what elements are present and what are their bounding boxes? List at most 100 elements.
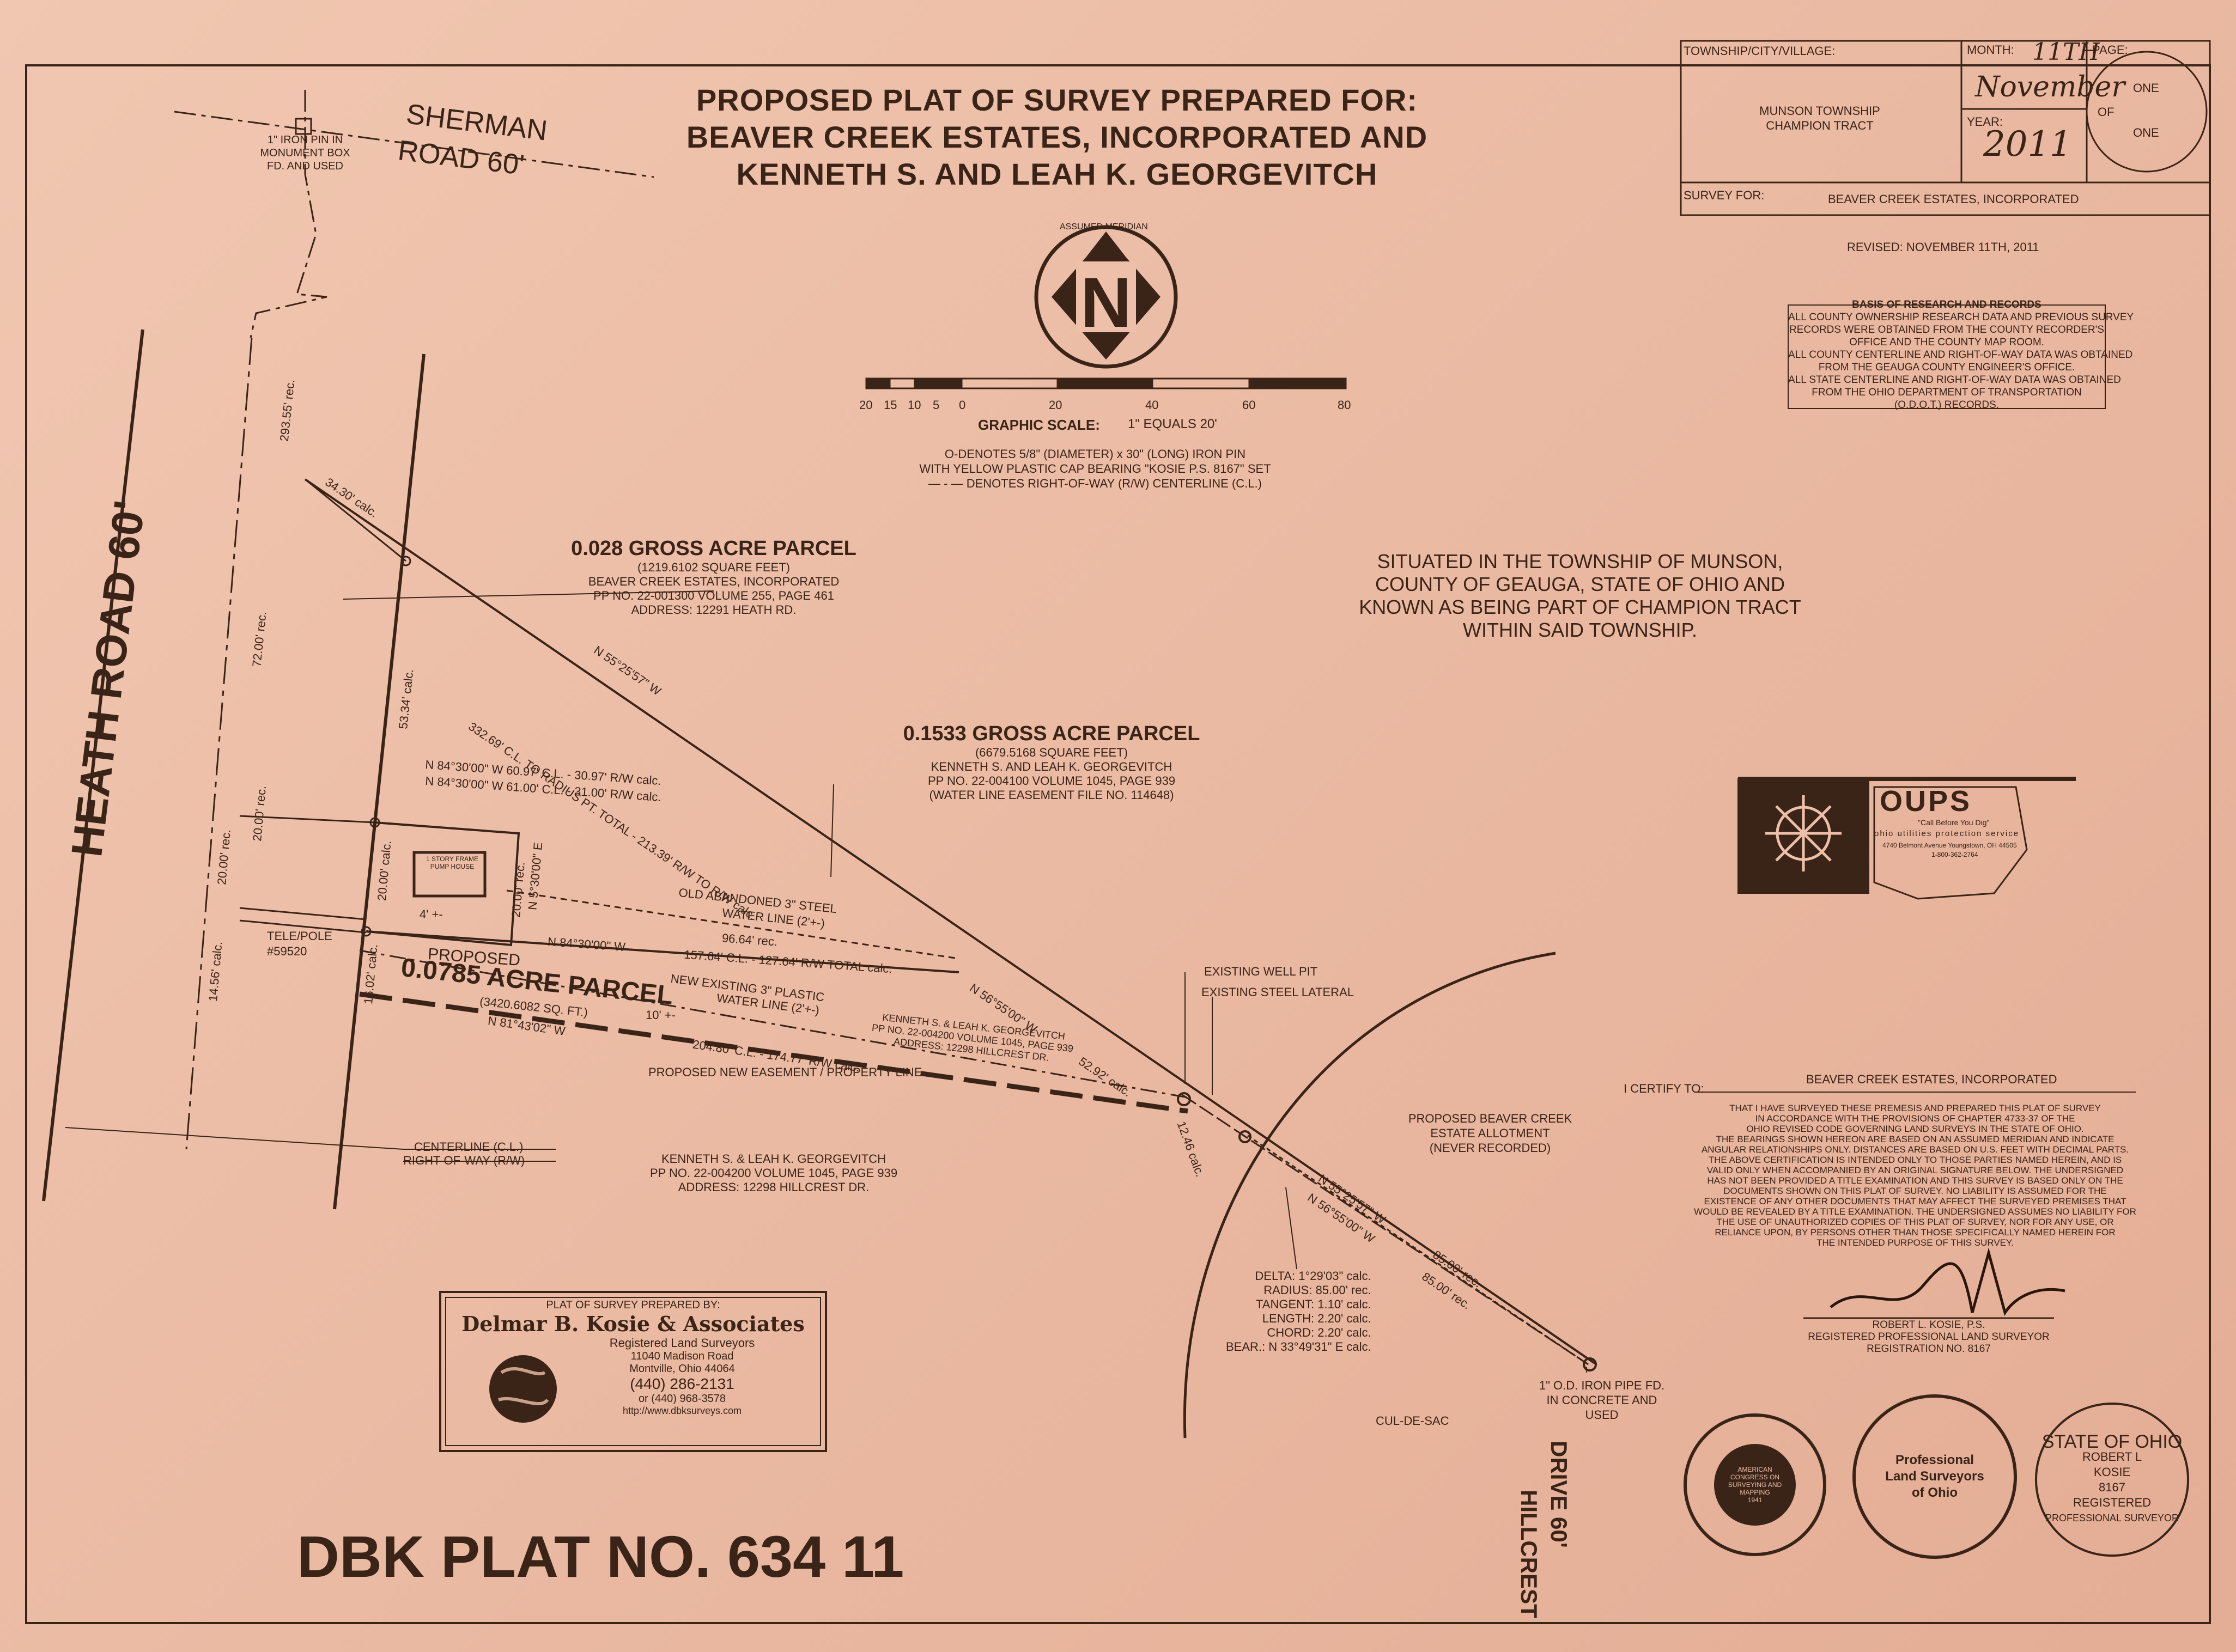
assumed-meridian-label: ASSUMED MERIDIAN [1060,222,1148,231]
cert-line: THAT I HAVE SURVEYED THESE PREMESIS AND … [1729,1103,2101,1113]
heath-road-west-row [42,329,144,1202]
title-block-frame [1680,40,2211,216]
firm-sub: Registered Land Surveyors [609,1336,755,1350]
state-seal-name-1: ROBERT L [2082,1449,2142,1464]
parcel-0028-line: BEAVER CREEK ESTATES, INCORPORATED [588,575,840,588]
basis-of-research: BASIS OF RESEARCH AND RECORDS ALL COUNTY… [1788,298,2134,411]
iron-pipe-line: 1" O.D. IRON PIPE FD. [1539,1379,1665,1392]
month-value: November [1975,71,2125,103]
state-seal-profession: PROFESSIONAL SURVEYOR [2045,1512,2179,1523]
situated-line: SITUATED IN THE TOWNSHIP OF MUNSON, [1377,550,1783,572]
firm-box [439,1291,827,1452]
acsm-text: AMERICAN CONGRESS ON SURVEYING AND MAPPI… [1728,1466,1782,1496]
basis-heading: BASIS OF RESEARCH AND RECORDS [1852,299,2041,310]
cert-line: THE INTENDED PURPOSE OF THIS SURVEY. [1816,1238,2014,1248]
sheet-border [25,64,2211,1624]
north-arrow-circle [1034,225,1178,369]
page-circle [2086,51,2208,173]
acsm-seal: AMERICAN CONGRESS ON SURVEYING AND MAPPI… [1684,1413,1826,1556]
dimension: 10' +- [646,1008,676,1022]
state-seal-title: STATE OF OHIO [2041,1431,2183,1452]
curve-line: DELTA: 1°29'03" calc. [1255,1269,1371,1283]
state-of-ohio-seal: STATE OF OHIO ROBERT L KOSIE 8167 REGIST… [2035,1403,2189,1557]
parcel-01533-info: 0.1533 GROSS ACRE PARCEL (6679.5168 SQUA… [861,722,1242,802]
firm-phone-1: (440) 286-2131 [630,1375,734,1392]
scale-tick: 0 [959,398,966,412]
ohio-map-icon [1873,786,2028,900]
curve-line: CHORD: 2.20' calc. [1267,1326,1371,1339]
situated-line: KNOWN AS BEING PART OF CHAMPION TRACT [1359,596,1801,618]
surveyor-name: ROBERT L. KOSIE, P.S. [1872,1319,1985,1331]
township-value: MUNSON TOWNSHIP CHAMPION TRACT [1705,103,1934,133]
certify-label: I CERTIFY TO: [1624,1082,1704,1095]
parcel-01533-line: (WATER LINE EASEMENT FILE NO. 114648) [929,788,1174,802]
plso-seal: Professional Land Surveyors of Ohio [1852,1394,2017,1559]
scale-tick: 15 [884,398,897,412]
cert-line: IN ACCORDANCE WITH THE PROVISIONS OF CHA… [1755,1113,2075,1124]
cert-line: THE BEARINGS SHOWN HEREON ARE BASED ON A… [1716,1134,2115,1144]
firm-info: PLAT OF SURVEY PREPARED BY: Delmar B. Ko… [447,1299,819,1417]
owner-line: ADDRESS: 12298 HILLCREST DR. [678,1180,870,1194]
oups-sub: ohio utilities protection service [1874,829,2020,838]
state-seal-registered: REGISTERED [2073,1495,2152,1509]
pin-legend-line-1: O-DENOTES 5/8" (DIAMETER) x 30" (LONG) I… [944,447,1246,461]
scale-tick: 60 [1242,398,1256,412]
parcel-0028-line: ADDRESS: 12291 HEATH RD. [631,603,797,617]
graphic-scale-label: GRAPHIC SCALE: [978,417,1100,433]
certify-to: BEAVER CREEK ESTATES, INCORPORATED [1806,1072,2057,1086]
parcel-diagonal-line [304,478,1597,1366]
scale-tick: 40 [1145,398,1159,412]
basis-line: FROM THE OHIO DEPARTMENT OF TRANSPORTATI… [1812,387,2082,398]
certification-text: THAT I HAVE SURVEYED THESE PREMESIS AND … [1689,1103,2141,1248]
owner-block: KENNETH S. & LEAH K. GEORGEVITCH PP NO. … [610,1152,937,1194]
owner-line: KENNETH S. & LEAH K. GEORGEVITCH [661,1152,886,1166]
page-number: ONE [2133,81,2159,95]
firm-globe-icon [489,1355,557,1423]
monument-note: 1" IRON PIN IN MONUMENT BOX FD. AND USED [245,133,365,173]
owner-line: PP NO. 22-004200 VOLUME 1045, PAGE 939 [649,1166,898,1180]
new-water-line [359,949,1188,1099]
acsm-year: 1941 [1747,1496,1763,1504]
surveyor-signature [1830,1247,2065,1316]
parcel-01533-line: PP NO. 22-004100 VOLUME 1045, PAGE 939 [927,774,1176,788]
survey-for-value: BEAVER CREEK ESTATES, INCORPORATED [1828,192,2079,206]
township-value-1: MUNSON TOWNSHIP [1759,104,1880,118]
title-line-3: KENNETH S. AND LEAH K. GEORGEVITCH [736,157,1378,191]
curve-line: RADIUS: 85.00' rec. [1263,1283,1371,1297]
monument-box [295,118,312,135]
parcel-01533-line: (6679.5168 SQUARE FEET) [975,746,1128,759]
month-day: 11TH [2032,38,2100,66]
basis-line: FROM THE GEAUGA COUNTY ENGINEER'S OFFICE… [1818,362,2075,373]
year-value: 2011 [1983,124,2072,164]
allotment-line: (NEVER RECORDED) [1429,1141,1551,1155]
township-label: TOWNSHIP/CITY/VILLAGE: [1684,44,1836,58]
basis-line: (O.D.O.T.) RECORDS. [1894,399,2000,411]
surveyor-block: ROBERT L. KOSIE, P.S. REGISTERED PROFESS… [1765,1319,2092,1355]
firm-website: http://www.dbksurveys.com [622,1405,742,1416]
cert-line: ANGULAR RELATIONSHIPS ONLY. DISTANCES AR… [1701,1144,2129,1155]
scale-tick: 80 [1338,398,1351,412]
north-letter: N [1080,263,1132,342]
situated-description: SITUATED IN THE TOWNSHIP OF MUNSON, COUN… [1308,550,1852,642]
parcel-0028-info: 0.028 GROSS ACRE PARCEL (1219.6102 SQUAR… [545,537,883,617]
year-label: YEAR: [1967,115,2003,129]
monument-line: FD. AND USED [266,160,344,172]
page-of: OF [2098,105,2115,119]
well-pit-label: EXISTING WELL PIT [1204,965,1318,978]
title-line-2: BEAVER CREEK ESTATES, INCORPORATED AND [686,120,1428,154]
heath-road-centerline [185,337,253,1150]
cert-line: RELIANCE UPON, BY PERSONS OTHER THAN THO… [1715,1227,2116,1238]
tele-pole-label-2: #59520 [267,944,307,958]
oups-sun-icon [1765,795,1842,871]
monument-line: 1" IRON PIN IN [267,134,343,146]
centerline-legend: — - — DENOTES RIGHT-OF-WAY (R/W) CENTERL… [928,477,1262,490]
oups-name: OUPS [1880,785,1972,818]
basis-line: RECORDS WERE OBTAINED FROM THE COUNTY RE… [1789,324,2104,336]
parcel-0028-title: 0.028 GROSS ACRE PARCEL [571,537,856,560]
plso-text: Professional Land Surveyors of Ohio [1885,1453,1984,1500]
basis-line: ALL COUNTY CENTERLINE AND RIGHT-OF-WAY D… [1788,349,2133,361]
pin-legend-line-2: WITH YELLOW PLASTIC CAP BEARING "KOSIE P… [919,462,1271,476]
cert-line: THE ABOVE CERTIFICATION IS INTENDED ONLY… [1708,1155,2122,1165]
state-seal-number: 8167 [2099,1480,2125,1494]
